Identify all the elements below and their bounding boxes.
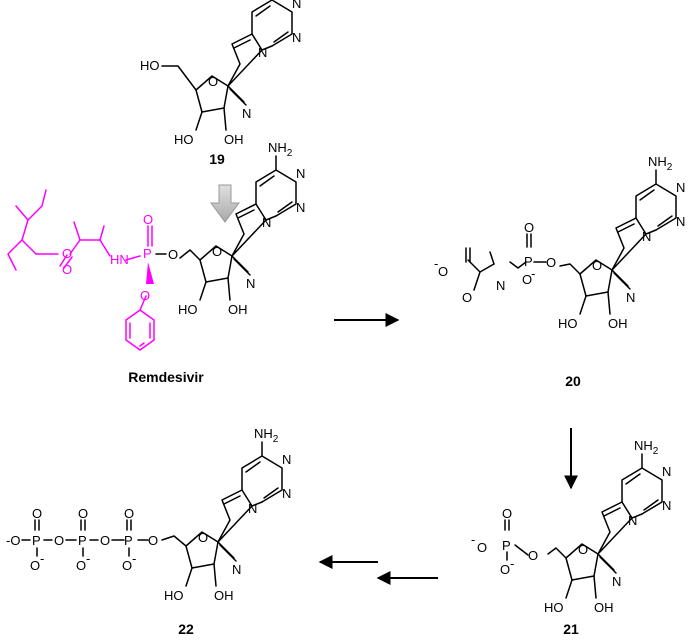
atom-label: O	[524, 220, 534, 235]
atom-label: O	[208, 74, 218, 89]
atom-label: O	[143, 212, 153, 227]
atom-label: N	[626, 290, 635, 305]
atom-label: HO	[544, 600, 564, 615]
compound-20-structure: O - O N P O O - O O HO OH N N N N NH2	[434, 154, 685, 331]
charge-label: -	[132, 551, 136, 566]
charge-label: -	[86, 551, 90, 566]
atom-label: HO	[164, 588, 184, 603]
remdesivir-structure: O O HN P O O O O HO OH N N N N NH2	[7, 140, 305, 351]
compound-21-structure: O - P O O - O O HO OH N N N N NH2	[471, 438, 671, 615]
atom-label: N	[248, 501, 257, 516]
charge-label: -	[531, 266, 535, 281]
atom-label: O	[76, 558, 86, 573]
atom-label: O	[578, 542, 588, 557]
atom-label: HO	[140, 58, 160, 73]
compound-22-structure: -O P O O - O P O O - O P O O - O O HO OH…	[6, 426, 291, 603]
atom-label: O	[148, 533, 158, 548]
nh2-label: NH2	[254, 426, 279, 445]
nh2-label: NH2	[268, 140, 293, 159]
atom-label: O	[62, 262, 72, 277]
charge-label: -	[434, 256, 438, 271]
atom-label: P	[32, 533, 41, 548]
nh2-label: NH2	[634, 438, 659, 457]
prodrug-moiety: O O HN P O O	[7, 189, 155, 351]
atom-label: O	[212, 244, 222, 259]
atom-label: N	[262, 215, 271, 230]
atom-label: N	[292, 0, 301, 11]
atom-label: OH	[224, 132, 244, 147]
atom-label: N	[258, 45, 267, 60]
atom-label: OH	[608, 316, 628, 331]
compound-label-20: 20	[565, 373, 581, 389]
atom-label: N	[662, 464, 671, 479]
charge-label: -	[471, 532, 475, 547]
charge-label: -	[510, 556, 514, 571]
charge-label: -	[40, 551, 44, 566]
atom-label: O	[502, 506, 512, 521]
atom-label: O	[30, 558, 40, 573]
atom-label: N	[232, 562, 241, 577]
atom-label: O	[528, 548, 538, 563]
compound-label-remdesivir: Remdesivir	[128, 369, 204, 385]
atom-label: N	[496, 278, 505, 293]
atom-label: O	[500, 562, 510, 577]
atom-label: O	[462, 290, 472, 305]
atom-label: O	[62, 246, 72, 261]
nh2-label: NH2	[648, 154, 673, 173]
atom-label: HO	[558, 316, 578, 331]
atom-label: HO	[178, 302, 198, 317]
atom-label: N	[282, 486, 291, 501]
atom-label: O	[168, 247, 178, 262]
atom-label: N	[246, 276, 255, 291]
atom-label: O	[100, 533, 110, 548]
atom-label: HN	[110, 252, 129, 267]
atom-label: O	[546, 255, 556, 270]
compound-label-19: 19	[209, 151, 225, 167]
atom-label: N	[676, 214, 685, 229]
atom-label: O	[198, 530, 208, 545]
atom-label: P	[502, 538, 511, 553]
atom-label: -O	[6, 533, 20, 548]
atom-label: N	[296, 166, 305, 181]
atom-label: O	[477, 540, 487, 555]
atom-label: N	[242, 106, 251, 121]
atom-label: P	[524, 254, 533, 269]
atom-label: P	[124, 533, 133, 548]
atom-label: O	[124, 506, 134, 521]
compound-label-21: 21	[563, 621, 579, 637]
atom-label: O	[32, 506, 42, 521]
atom-label: N	[296, 200, 305, 215]
atom-label: OH	[228, 302, 248, 317]
atom-label: P	[78, 533, 87, 548]
hollow-arrow	[210, 184, 240, 223]
atom-label: O	[438, 264, 448, 279]
atom-label: N	[642, 229, 651, 244]
atom-label: N	[292, 30, 301, 45]
atom-label: N	[282, 452, 291, 467]
atom-label: O	[78, 506, 88, 521]
compound-19-structure: HO O HO OH N N N N NH2	[140, 0, 301, 147]
atom-label: N	[662, 498, 671, 513]
atom-label: OH	[214, 588, 234, 603]
atom-label: O	[592, 258, 602, 273]
atom-label: O	[122, 558, 132, 573]
atom-label: HO	[174, 132, 194, 147]
atom-label: P	[143, 246, 152, 261]
atom-label: N	[676, 180, 685, 195]
atom-label: O	[140, 288, 150, 303]
atom-label: O	[54, 533, 64, 548]
atom-label: N	[628, 513, 637, 528]
atom-label: OH	[594, 600, 614, 615]
atom-label: N	[612, 574, 621, 589]
compound-label-22: 22	[178, 621, 194, 637]
atom-label: O	[522, 272, 532, 287]
